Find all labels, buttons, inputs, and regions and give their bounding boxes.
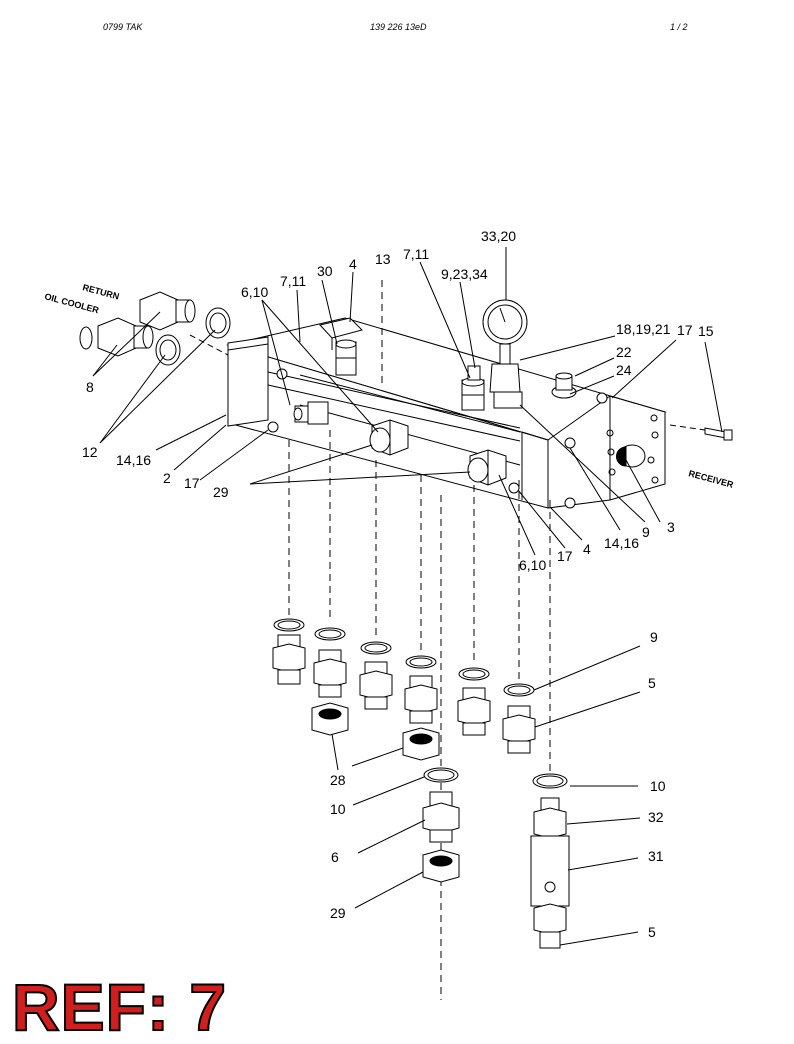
- callout-label: 8: [86, 379, 94, 395]
- pressure-gauge: [482, 299, 528, 409]
- callout-label: 29: [330, 905, 346, 921]
- callout-label: 12: [82, 444, 98, 460]
- ref-label: REF: 7: [11, 970, 228, 1044]
- callout-label: 9: [642, 524, 650, 540]
- loose-fittings: [272, 618, 570, 949]
- callout-label: 33,20: [481, 228, 516, 244]
- callout-label: 15: [698, 323, 714, 339]
- fitting-22-24: [551, 372, 577, 399]
- callout-label: 18,19,21: [616, 321, 671, 337]
- header-left: 0799 TAK: [103, 22, 143, 32]
- callout-label: 4: [583, 541, 591, 557]
- callout-label: 29: [213, 484, 229, 500]
- callout-label: 13: [375, 251, 391, 267]
- callout-label: 10: [650, 778, 666, 794]
- callout-label: 17: [184, 475, 200, 491]
- callout-label: 17: [677, 322, 693, 338]
- callout-label: 32: [648, 809, 664, 825]
- fitting-29-right: [467, 449, 507, 486]
- fitting-29-left: [369, 419, 409, 456]
- callout-labels: 33,20 4 13 7,11 30 7,11 9,23,34 6,10 18,…: [43, 228, 735, 940]
- callout-label: 9,23,34: [441, 266, 488, 282]
- callout-label: 10: [330, 801, 346, 817]
- callout-label: 30: [317, 263, 333, 279]
- return-fittings: [79, 291, 231, 366]
- callout-label: 14,16: [604, 535, 639, 551]
- fitting-30: [335, 339, 357, 376]
- fitting-7-11-right: [461, 365, 485, 411]
- header-center: 139 226 13eD: [370, 22, 427, 32]
- callout-label: 6,10: [241, 284, 268, 300]
- callout-label: 22: [616, 344, 632, 360]
- callout-label: 4: [349, 256, 357, 272]
- callout-label: 9: [650, 629, 658, 645]
- return-label: RETURN: [81, 282, 120, 301]
- callout-label: 3: [667, 519, 675, 535]
- header-right: 1 / 2: [670, 22, 688, 32]
- callout-label: 24: [616, 362, 632, 378]
- assembly-lines: [288, 280, 551, 1000]
- callout-label: 6: [331, 849, 339, 865]
- leader-lines: [92, 247, 723, 946]
- callout-label: 17: [557, 548, 573, 564]
- callout-label: 28: [330, 772, 346, 788]
- receiver-label: RECEIVER: [687, 468, 735, 490]
- callout-label: 6,10: [519, 557, 546, 573]
- oil-cooler-label: OIL COOLER: [43, 291, 100, 315]
- callout-label: 31: [648, 848, 664, 864]
- callout-label: 5: [648, 924, 656, 940]
- bolt-15: [669, 424, 733, 441]
- callout-label: 5: [648, 675, 656, 691]
- callout-label: 14,16: [116, 452, 151, 468]
- callout-label: 2: [163, 470, 171, 486]
- fitting-7-11-left: [293, 401, 329, 425]
- callout-label: 7,11: [280, 273, 306, 289]
- callout-label: 7,11: [403, 246, 429, 262]
